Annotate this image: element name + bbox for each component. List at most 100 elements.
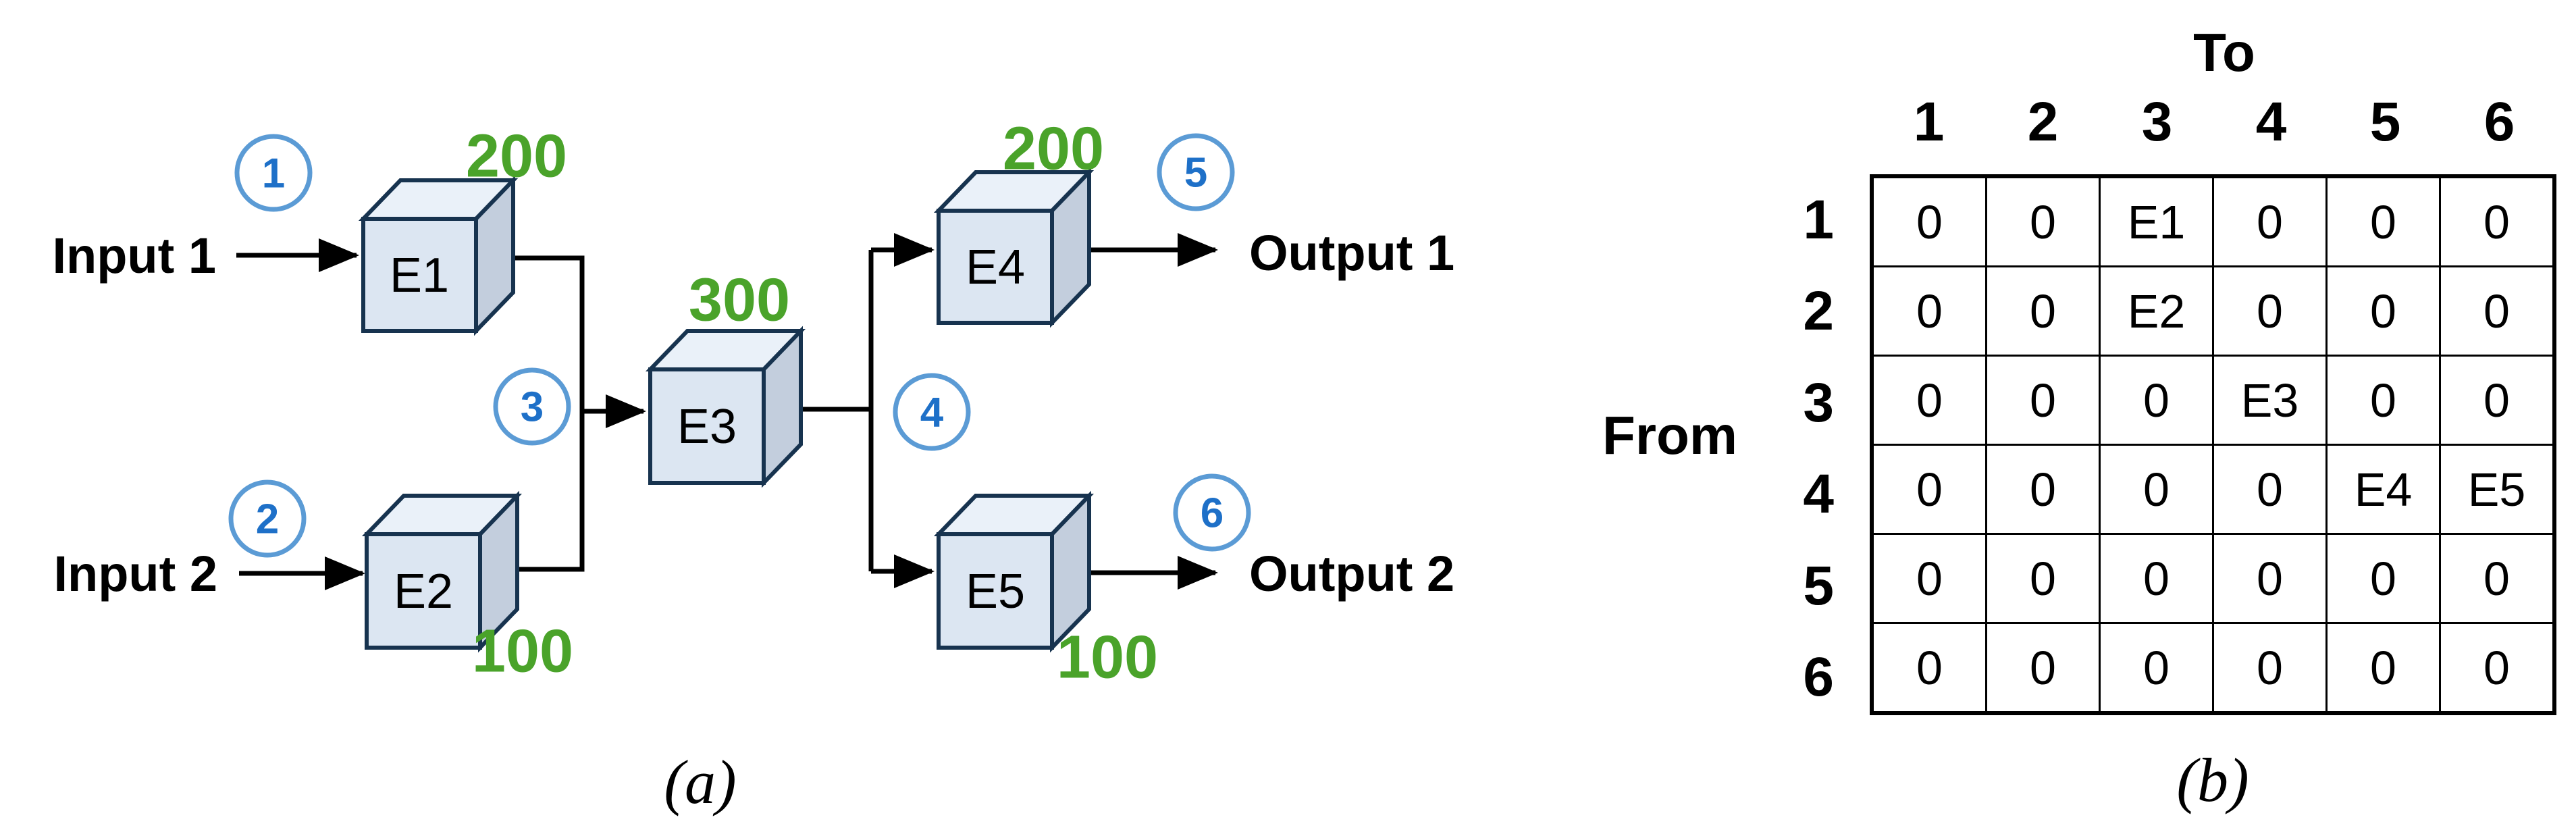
matrix-column-headers: 1 2 3 4 5 6	[1872, 91, 2556, 153]
col-header-6: 6	[2483, 91, 2515, 153]
stream-number: 1	[262, 151, 285, 197]
stream-circle-icon	[228, 479, 307, 558]
matrix-cell: 0	[1870, 355, 1987, 446]
stream-number: 4	[920, 390, 944, 436]
matrix-cell: 0	[2099, 355, 2214, 446]
stream-number: 2	[256, 496, 279, 543]
stream-circle-icon	[1157, 133, 1235, 211]
cube-front-face	[937, 209, 1054, 325]
e3-capacity: 300	[689, 267, 790, 334]
e3-cube: E3	[645, 326, 806, 488]
matrix-cell: 0	[1985, 355, 2101, 446]
matrix-row: 0 0 0 0 0 0	[1870, 533, 2556, 624]
matrix-cell: 0	[1985, 444, 2101, 535]
matrix-cell: 0	[2325, 175, 2441, 267]
stream-badge-1: 1	[234, 134, 313, 212]
row-header-5: 5	[1803, 554, 1834, 617]
stream-number: 5	[1184, 150, 1207, 197]
e4-cube: E4	[933, 167, 1095, 328]
row-header-6: 6	[1803, 646, 1834, 708]
matrix-cell: 0	[2212, 444, 2328, 535]
e5-capacity: 100	[1057, 624, 1158, 692]
stream-circle-icon	[234, 134, 313, 212]
cube-front-face	[361, 217, 478, 333]
matrix-cell: 0	[1870, 175, 1987, 267]
cube-front-face	[365, 532, 482, 650]
matrix-cell: 0	[1985, 265, 2101, 357]
matrix-cell: 0	[2439, 622, 2556, 715]
matrix-cell: 0	[2212, 265, 2328, 357]
output2-label: Output 2	[1249, 546, 1454, 602]
stream-badge-5: 5	[1157, 133, 1235, 211]
col-header-3: 3	[2141, 91, 2173, 153]
row-header-4: 4	[1803, 463, 1834, 525]
stream-circle-icon	[893, 373, 971, 451]
stream-circle-icon	[1173, 473, 1251, 552]
matrix-from-label: From	[1602, 405, 1737, 465]
matrix-cell: 0	[2439, 175, 2556, 267]
input2-label: Input 2	[53, 546, 217, 602]
cube-front-face	[648, 367, 766, 485]
e2-label: E2	[394, 565, 453, 619]
matrix-cell: E2	[2099, 265, 2214, 357]
e4-label: E4	[966, 240, 1025, 294]
process-flow-diagram: E1 E2 E3 E4 E5	[52, 115, 1454, 692]
matrix-cell: 0	[2212, 533, 2328, 624]
matrix-cell: 0	[2325, 265, 2441, 357]
matrix-cell: 0	[2099, 533, 2214, 624]
adjacency-matrix: 0 0 E1 0 0 0 0 0 E2 0 0 0 0 0 0 E3 0	[1870, 174, 2556, 715]
matrix-cell: 0	[2325, 622, 2441, 715]
matrix-cell: 0	[2325, 355, 2441, 446]
e1-cube: E1	[358, 175, 519, 336]
matrix-cell: 0	[1985, 622, 2101, 715]
matrix-cell: 0	[2325, 533, 2441, 624]
matrix-cell: 0	[2439, 533, 2556, 624]
stream-badge-3: 3	[493, 367, 571, 446]
matrix-cell: E3	[2212, 355, 2328, 446]
matrix-cell: 0	[2439, 355, 2556, 446]
matrix-row: 0 0 0 E3 0 0	[1870, 355, 2556, 446]
matrix-cell: E5	[2439, 444, 2556, 535]
matrix-row: 0 0 E2 0 0 0	[1870, 265, 2556, 357]
matrix-cell: 0	[1870, 622, 1987, 715]
matrix-cell: 0	[1870, 265, 1987, 357]
matrix-cell: 0	[2439, 265, 2556, 357]
matrix-cell: 0	[2212, 175, 2328, 267]
output1-label: Output 1	[1249, 225, 1454, 281]
stream-badge-6: 6	[1173, 473, 1251, 552]
e5-cube: E5	[933, 490, 1095, 653]
stream-number: 3	[521, 384, 544, 431]
matrix-row: 0 0 E1 0 0 0	[1870, 175, 2556, 267]
row-header-1: 1	[1803, 188, 1834, 251]
matrix-row: 0 0 0 0 0 0	[1870, 622, 2556, 715]
e2-cube: E2	[361, 490, 523, 653]
matrix-row: 0 0 0 0 E4 E5	[1870, 444, 2556, 535]
matrix-cell: E4	[2325, 444, 2441, 535]
matrix-cell: 0	[1985, 175, 2101, 267]
e3-label: E3	[677, 400, 737, 454]
col-header-1: 1	[1913, 91, 1945, 153]
e1-capacity: 200	[466, 123, 567, 190]
col-header-5: 5	[2369, 91, 2401, 153]
caption-b: (b)	[2176, 746, 2249, 814]
col-header-4: 4	[2255, 91, 2287, 153]
stream-circle-icon	[493, 367, 571, 446]
cube-front-face	[937, 532, 1054, 650]
caption-a: (a)	[664, 748, 737, 816]
stream-badge-4: 4	[893, 373, 971, 451]
matrix-cell: 0	[2099, 444, 2214, 535]
stream-badge-2: 2	[228, 479, 307, 558]
matrix-cell: E1	[2099, 175, 2214, 267]
matrix-to-label: To	[2193, 22, 2255, 82]
e1-label: E1	[390, 249, 449, 303]
input1-label: Input 1	[52, 228, 216, 284]
e2-capacity: 100	[472, 618, 573, 685]
e5-label: E5	[966, 565, 1025, 619]
row-header-3: 3	[1803, 371, 1834, 434]
matrix-cell: 0	[2099, 622, 2214, 715]
stream-number: 6	[1201, 490, 1224, 537]
col-header-2: 2	[2027, 91, 2059, 153]
e4-capacity: 200	[1003, 115, 1104, 183]
matrix-cell: 0	[1985, 533, 2101, 624]
